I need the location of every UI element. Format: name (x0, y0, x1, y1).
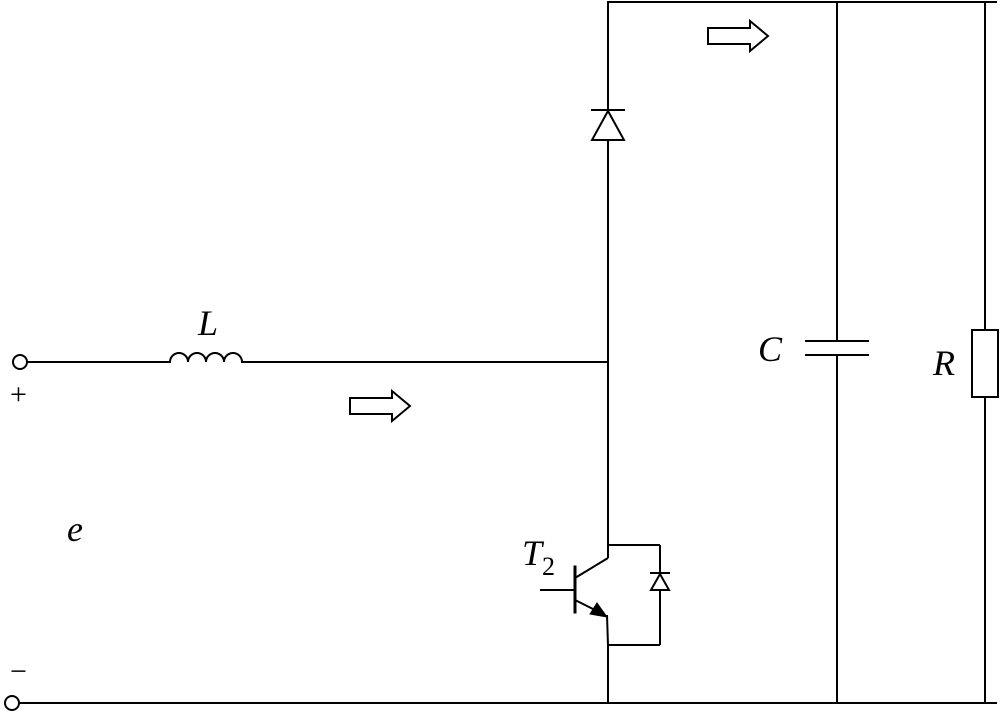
resistor-body (971, 329, 999, 398)
plus-sign: + (10, 378, 27, 411)
inductor-label: L (198, 303, 219, 343)
freewheel-diode (608, 544, 671, 646)
resistor-label: R (933, 343, 955, 383)
transistor-label: T2 (522, 532, 555, 582)
minus-sign: − (10, 655, 27, 688)
transistor-label-main: T (522, 533, 543, 573)
negative-terminal (4, 695, 20, 711)
source-label: e (67, 509, 83, 549)
capacitor-label: C (758, 329, 783, 369)
input-current-arrow (349, 388, 412, 424)
transistor-label-subscript: 2 (542, 552, 556, 581)
output-current-arrow (707, 18, 770, 54)
output-diode (590, 108, 626, 141)
inductor-coil (169, 352, 243, 363)
positive-terminal (12, 354, 28, 370)
transistor-t2 (540, 545, 609, 646)
